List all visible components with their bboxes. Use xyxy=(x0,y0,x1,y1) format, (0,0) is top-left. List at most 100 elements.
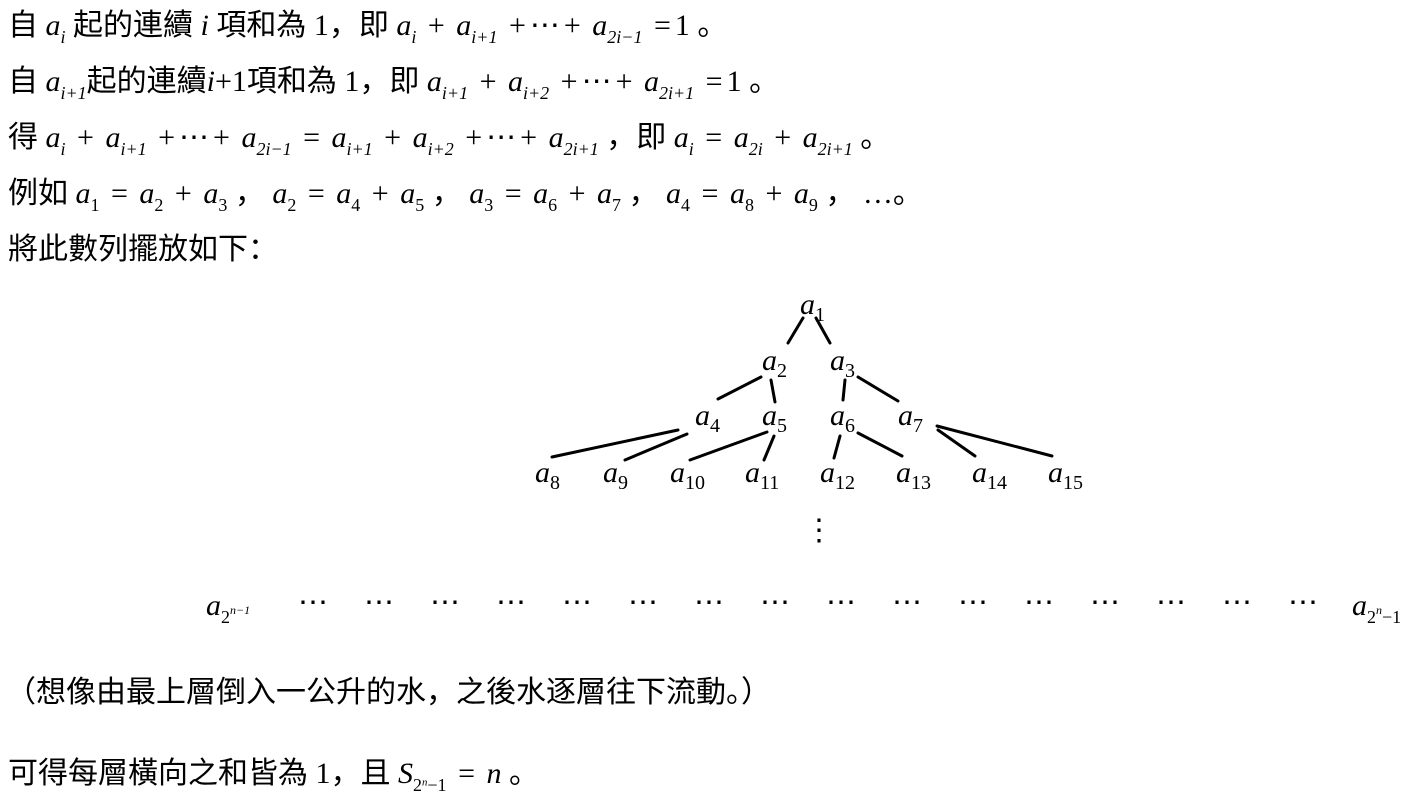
dots: ⋯ xyxy=(179,121,210,154)
text: 起的連續 xyxy=(73,8,194,43)
text: 。 xyxy=(749,64,780,99)
operator: + xyxy=(384,121,402,154)
subscript: 2i+1 xyxy=(659,83,695,104)
subscript: i+1 xyxy=(346,139,373,160)
bottom-dots: ⋯ xyxy=(298,586,328,619)
math-var: a xyxy=(426,65,442,98)
tree-edge xyxy=(623,432,689,462)
node-symbol: a xyxy=(898,399,913,432)
number: 1 xyxy=(315,757,331,790)
math-var: a xyxy=(802,121,818,154)
math-var: a xyxy=(400,177,416,210)
text: 項和為 xyxy=(246,64,337,99)
math-var: a xyxy=(105,121,121,154)
node-symbol: a xyxy=(762,344,777,377)
node-subscript: 10 xyxy=(685,472,705,494)
tree-edge xyxy=(550,428,680,459)
text: ，即 xyxy=(328,8,389,43)
subscript: i xyxy=(60,27,66,48)
operator: = xyxy=(458,757,475,790)
operator: + xyxy=(560,65,578,98)
math-var: a xyxy=(203,177,219,210)
math-var: a xyxy=(45,9,61,42)
subscript: i xyxy=(688,139,694,160)
subscript: i xyxy=(60,139,66,160)
subscript: 9 xyxy=(808,195,818,216)
node-symbol: a xyxy=(695,399,710,432)
node-symbol: a xyxy=(972,456,987,489)
operator: + xyxy=(77,121,94,154)
operator: + xyxy=(615,65,633,98)
math-var: a xyxy=(336,177,352,210)
equation-line-3: 得 ai + ai+1 +⋯+ a2i−1 = ai+1 + ai+2 +⋯+ … xyxy=(8,118,890,158)
tree-node: a8 xyxy=(535,456,560,494)
text: 。 xyxy=(892,176,923,211)
text: 可得每層橫向之和皆為 xyxy=(8,756,308,791)
conclusion-line: 可得每層橫向之和皆為 1，且 S2n−1 = n 。 xyxy=(8,754,539,794)
bottom-dots: ⋯ xyxy=(562,586,592,619)
operator: + xyxy=(520,121,538,154)
tree-node: a11 xyxy=(745,456,779,494)
node-subscript: 12 xyxy=(835,472,855,494)
text: 起的連續 xyxy=(86,64,207,99)
subscript: i+2 xyxy=(427,139,454,160)
operator: + xyxy=(158,121,176,154)
tree-node: a2 xyxy=(762,344,787,382)
node-symbol: a xyxy=(1048,456,1063,489)
bottom-dots: ⋯ xyxy=(1288,586,1318,619)
bottom-dots: ⋯ xyxy=(826,586,856,619)
tree-node: a9 xyxy=(603,456,628,494)
operator: + xyxy=(371,177,389,210)
node-symbol: a xyxy=(670,456,685,489)
operator: + xyxy=(479,65,497,98)
tree-edge xyxy=(762,434,776,462)
tree-edge xyxy=(814,316,832,345)
superscript: n xyxy=(422,776,428,789)
tree-node: a12 xyxy=(820,456,855,494)
bottom-dots: ⋯ xyxy=(364,586,394,619)
node-subscript: 6 xyxy=(845,415,855,437)
tree-node: a7 xyxy=(898,399,923,437)
subscript: 2n−1 xyxy=(413,775,447,795)
operator: = xyxy=(705,65,723,98)
node-symbol: a xyxy=(535,456,550,489)
dots: ⋯ xyxy=(581,65,612,98)
operator: + xyxy=(465,121,483,154)
bottom-dots: ⋯ xyxy=(694,586,724,619)
bottom-dots: ⋯ xyxy=(1222,586,1252,619)
operator: = xyxy=(701,177,719,210)
number: 1 xyxy=(726,65,742,98)
tree-edge xyxy=(856,431,904,458)
subscript: i+1 xyxy=(441,83,469,104)
dots: ⋯ xyxy=(529,9,560,42)
operator: = xyxy=(705,121,723,154)
tree-node: a10 xyxy=(670,456,705,494)
operator: + xyxy=(765,177,783,210)
subscript: 4 xyxy=(681,195,691,216)
math-var: a xyxy=(673,121,689,154)
number: 1 xyxy=(674,9,690,42)
text: 自 xyxy=(8,64,38,99)
tree-edge xyxy=(936,428,977,458)
tree-edge xyxy=(688,430,769,462)
node-subscript: 11 xyxy=(760,472,779,494)
math-var: n xyxy=(486,757,502,790)
bottom-right-node: a2n−1 xyxy=(1352,589,1401,627)
operator: = xyxy=(111,177,128,210)
tree-edge xyxy=(856,375,900,403)
subscript: 2 xyxy=(154,195,164,216)
bottom-dots: ⋯ xyxy=(1090,586,1120,619)
node-symbol: a xyxy=(1352,589,1367,622)
node-subscript-exponent: n xyxy=(1376,603,1382,617)
number: 1 xyxy=(231,65,247,98)
operator: + xyxy=(427,9,445,42)
subscript: i+1 xyxy=(120,139,147,160)
subscript: 4 xyxy=(351,195,361,216)
bottom-dots: ⋯ xyxy=(628,586,658,619)
math-var: a xyxy=(548,121,564,154)
math-var: a xyxy=(508,65,523,98)
tree-node: a1 xyxy=(800,288,825,326)
math-var: a xyxy=(272,177,288,210)
bottom-dots: ⋯ xyxy=(892,586,922,619)
bottom-left-node: a2n−1 xyxy=(206,589,250,627)
